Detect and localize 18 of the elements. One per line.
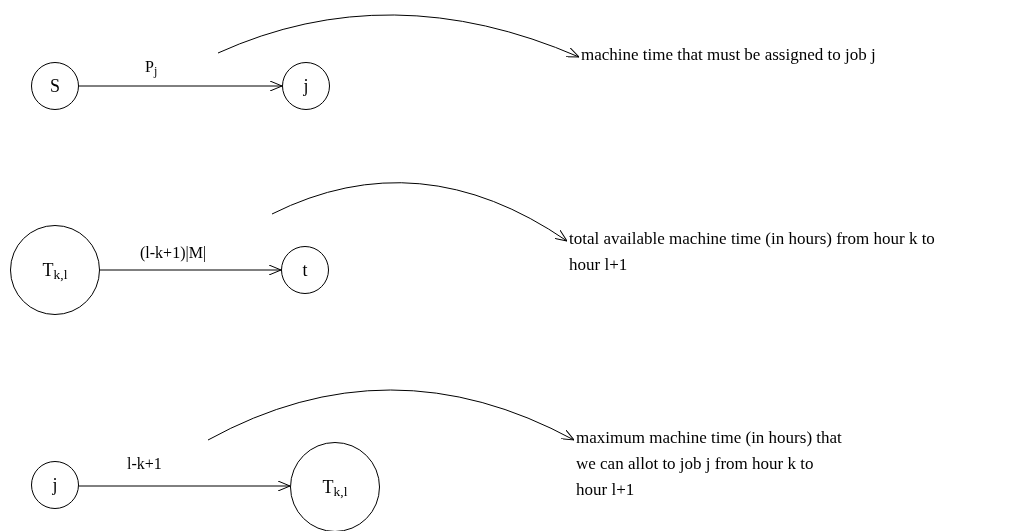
annotation-text: machine time that must be assigned to job j	[581, 44, 877, 66]
edge-label: P$_{j}$	[145, 58, 158, 76]
node-label: j	[303, 76, 309, 96]
arrow	[99, 264, 282, 276]
edge-label: (l-k+1)|M|	[140, 244, 207, 262]
node-label: t	[302, 260, 308, 280]
arrow	[217, 14, 580, 58]
node-label: T$_{k,l}$	[322, 477, 348, 497]
arrow	[78, 80, 283, 92]
node-label: S	[50, 76, 60, 96]
annotation-text: total available machine time (in hours) from hour k to hour l+1	[569, 228, 936, 276]
arrow	[207, 389, 575, 441]
node-label: j	[52, 475, 58, 495]
node-label: T$_{k,l}$	[42, 260, 68, 280]
edge-label: l-k+1	[127, 455, 162, 473]
arrow	[78, 480, 291, 492]
arrow	[271, 182, 568, 242]
annotation-text: maximum machine time (in hours) that we can allot to job j from hour k to hour l+1	[576, 427, 843, 501]
